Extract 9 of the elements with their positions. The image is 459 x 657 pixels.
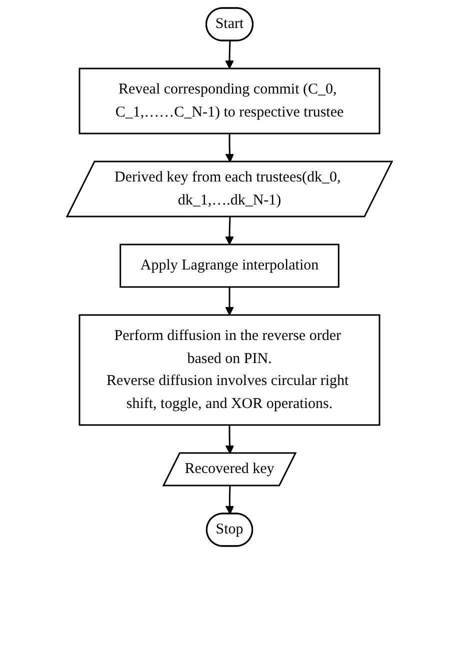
arrow <box>225 134 234 162</box>
arrow <box>225 425 234 454</box>
arrow <box>225 40 234 69</box>
arrow <box>225 486 234 514</box>
node-box: Apply Lagrange interpolation <box>120 244 340 288</box>
node-box: Reveal corresponding commit (C_0, C_1,……C_N-1) to respective trustee <box>78 68 380 134</box>
arrow <box>225 287 234 316</box>
arrow <box>225 216 234 245</box>
node-box: Perform diffusion in the reverse order based on PIN. Reverse diffusion involves circular right shift, toggle, and XOR operations. <box>78 314 380 426</box>
